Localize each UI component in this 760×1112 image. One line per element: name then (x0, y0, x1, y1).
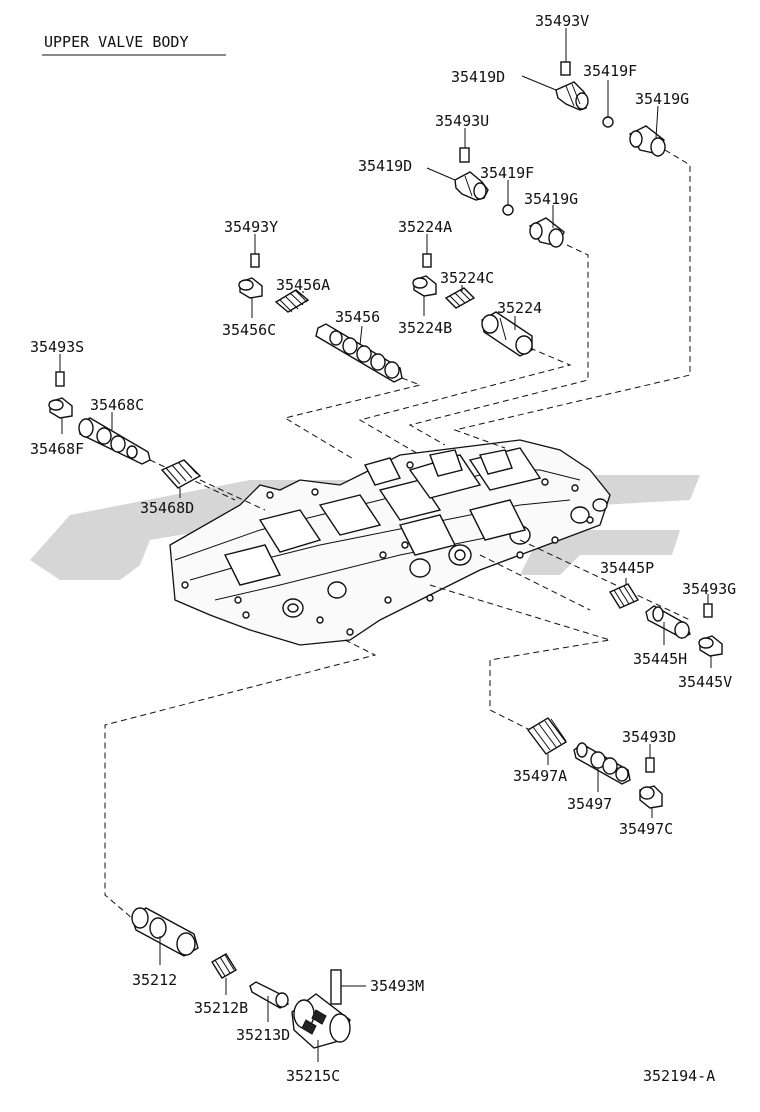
label-35493Y: 35493Y (224, 218, 278, 236)
spool-valve-icon (315, 323, 403, 383)
upper-valve-body (169, 439, 611, 646)
part-35419G-middle: 35419G (524, 190, 578, 248)
part-35456A: 35456A (274, 276, 330, 313)
part-35212: 35212 (131, 907, 199, 989)
label-35215C: 35215C (286, 1067, 340, 1085)
label-35224: 35224 (497, 299, 542, 317)
spring-icon (211, 953, 237, 979)
pin-icon (249, 981, 289, 1009)
label-35493U: 35493U (435, 112, 489, 130)
spring-icon (274, 289, 310, 313)
part-35419F-upper: 35419F (583, 62, 637, 128)
spool-valve-icon (78, 417, 151, 465)
valve-plug-icon (131, 907, 199, 957)
part-35468D: 35468D (140, 459, 202, 517)
spring-icon (444, 287, 476, 309)
valve-plug-icon (698, 635, 723, 657)
label-35224A: 35224A (398, 218, 452, 236)
part-35419G-upper: 35419G (628, 90, 689, 157)
part-35493S: 35493S (30, 338, 84, 387)
label-35497C: 35497C (619, 820, 673, 838)
label-35445V: 35445V (678, 673, 732, 691)
part-35493V: 35493V (535, 12, 589, 76)
valve-plug-icon (481, 311, 533, 357)
label-35468D: 35468D (140, 499, 194, 517)
label-35445P: 35445P (600, 559, 654, 577)
part-35497: 35497 (567, 742, 631, 813)
valve-plug-icon (48, 397, 73, 419)
part-35445P: 35445P (600, 559, 654, 609)
part-35224C: 35224C (440, 269, 494, 309)
part-35493D: 35493D (622, 728, 676, 773)
ball-icon (502, 204, 514, 216)
part-35419F-middle: 35419F (480, 164, 534, 216)
label-35419G-upper: 35419G (635, 90, 689, 108)
valve-plug-icon (238, 277, 263, 299)
valve-plug-icon (412, 275, 437, 297)
label-35468C: 35468C (90, 396, 144, 414)
valve-plug-icon (555, 81, 589, 111)
label-35419D-middle: 35419D (358, 157, 412, 175)
spring-icon (526, 717, 568, 755)
label-35468F: 35468F (30, 440, 84, 458)
part-35419D-middle: 35419D (358, 157, 489, 201)
label-35224B: 35224B (398, 319, 452, 337)
part-35445H: 35445H (633, 605, 691, 668)
label-35493M: 35493M (370, 977, 424, 995)
part-35213D: 35213D (236, 981, 290, 1044)
part-35224: 35224 (481, 299, 542, 357)
spring-icon (160, 459, 202, 489)
label-35493G: 35493G (682, 580, 736, 598)
assembly-lines (104, 149, 691, 926)
part-35493Y: 35493Y (224, 218, 278, 268)
part-35224B: 35224B (398, 275, 452, 337)
part-35468C: 35468C (78, 396, 151, 465)
label-35497: 35497 (567, 795, 612, 813)
label-35212: 35212 (132, 971, 177, 989)
label-35497A: 35497A (513, 767, 567, 785)
valve-plug-icon (454, 171, 489, 201)
label-35493V: 35493V (535, 12, 589, 30)
part-35493M: 35493M (330, 969, 424, 1005)
label-35224C: 35224C (440, 269, 494, 287)
part-35456C: 35456C (222, 277, 276, 339)
label-35456C: 35456C (222, 321, 276, 339)
label-35456A: 35456A (276, 276, 330, 294)
label-35419F-middle: 35419F (480, 164, 534, 182)
ball-icon (602, 116, 614, 128)
part-35215C: 35215C (286, 993, 351, 1085)
label-35493S: 35493S (30, 338, 84, 356)
label-35419G-middle: 35419G (524, 190, 578, 208)
part-35493U: 35493U (435, 112, 489, 163)
part-35493G: 35493G (682, 580, 736, 618)
label-35213D: 35213D (236, 1026, 290, 1044)
spool-valve-icon (645, 605, 691, 639)
figure-number: 352194-A (643, 1067, 715, 1085)
part-35497C: 35497C (619, 785, 673, 838)
part-35456: 35456 (315, 308, 403, 383)
part-35419D-upper: 35419D (451, 68, 589, 111)
spring-icon (608, 583, 640, 609)
part-35224A: 35224A (398, 218, 452, 268)
part-35497A: 35497A (513, 717, 568, 785)
label-35419D-upper: 35419D (451, 68, 505, 86)
label-35493D: 35493D (622, 728, 676, 746)
part-35468F: 35468F (30, 397, 84, 458)
spool-valve-icon (573, 742, 631, 785)
valve-plug-icon (528, 217, 565, 248)
label-35419F-upper: 35419F (583, 62, 637, 80)
part-35445V: 35445V (678, 635, 732, 691)
valve-plug-icon (628, 125, 666, 157)
label-35445H: 35445H (633, 650, 687, 668)
part-35212B: 35212B (194, 953, 248, 1017)
label-35456: 35456 (335, 308, 380, 326)
label-35212B: 35212B (194, 999, 248, 1017)
sleeve-icon (291, 993, 351, 1049)
valve-plug-icon (639, 785, 663, 809)
diagram-title: UPPER VALVE BODY (44, 33, 189, 51)
